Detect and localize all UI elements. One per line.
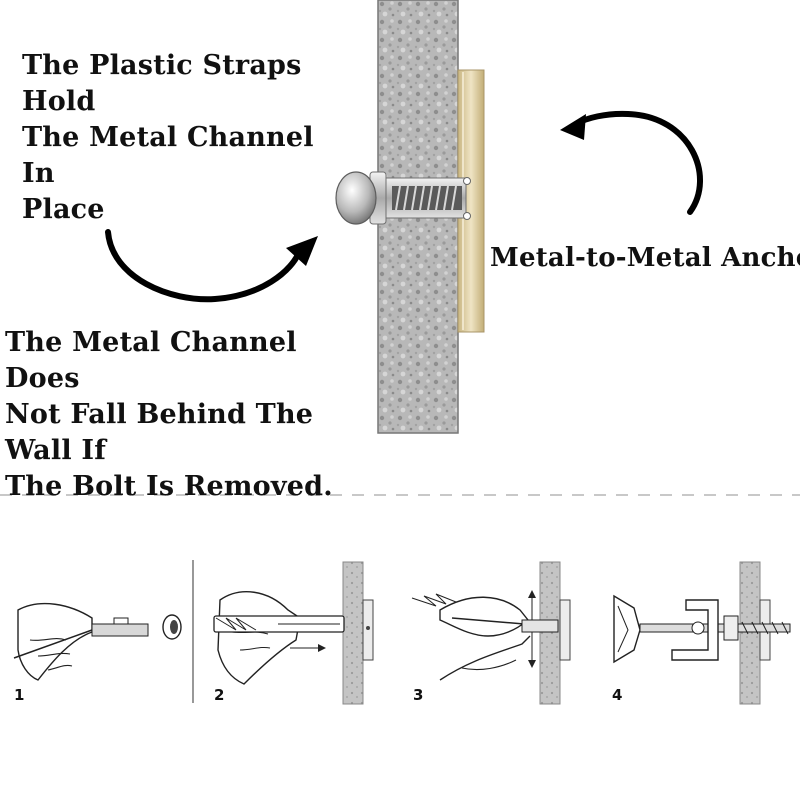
step-1-illustration [13, 602, 182, 681]
caption-metal-to-metal-anchor: Metal-to-Metal Anchor [490, 243, 800, 273]
caption-plastic-straps: The Plastic Straps Hold The Metal Channe… [22, 48, 352, 228]
caption-line: Place [22, 194, 105, 225]
step-4-illustration [613, 561, 791, 705]
caption-line: The Metal Channel Does [5, 327, 297, 394]
step-number-1: 1 [14, 686, 24, 704]
caption-line: The Plastic Straps Hold [22, 50, 302, 117]
caption-line: The Metal Channel In [22, 122, 314, 189]
step-3-illustration [411, 561, 571, 705]
caption-line: Not Fall Behind The Wall If [5, 399, 314, 466]
step-2-illustration [213, 561, 374, 705]
step-number-4: 4 [612, 686, 622, 704]
caption-line: The Bolt Is Removed. [5, 471, 333, 502]
arrow-left-curve [105, 229, 318, 303]
arrow-right-curve [560, 110, 703, 215]
anchor-bolt [335, 171, 471, 225]
step-number-3: 3 [413, 686, 423, 704]
caption-channel-does-not-fall: The Metal Channel Does Not Fall Behind T… [5, 325, 375, 505]
step-number-2: 2 [214, 686, 224, 704]
